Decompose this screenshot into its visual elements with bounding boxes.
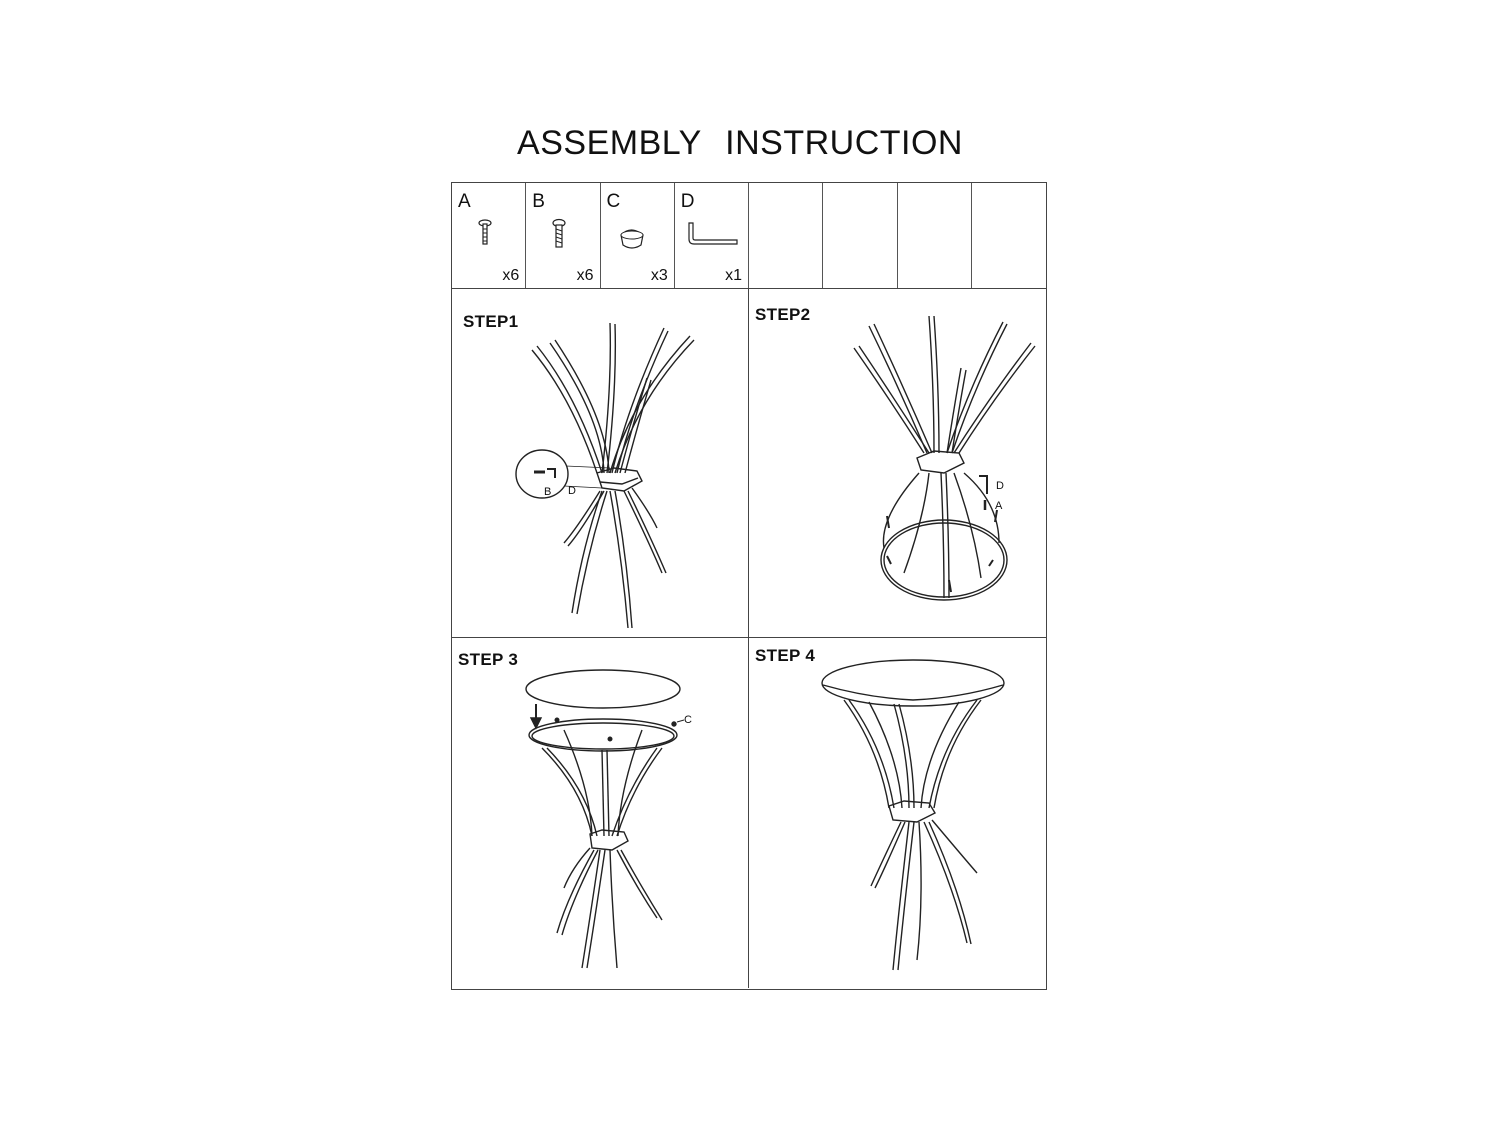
step-1-panel: STEP1 xyxy=(452,288,749,638)
callout-label: D xyxy=(568,485,576,497)
step-4-diagram xyxy=(821,659,1005,971)
callout-label: B xyxy=(544,486,552,498)
step-4-panel: STEP 4 xyxy=(749,638,1046,988)
part-empty xyxy=(898,183,972,288)
step-3-panel: STEP 3 xyxy=(452,638,749,988)
part-qty: x3 xyxy=(650,267,668,284)
part-d: D x1 xyxy=(675,183,749,288)
steps-grid: STEP1 xyxy=(452,288,1046,989)
part-letter: D xyxy=(680,191,695,212)
callout-label: D xyxy=(996,480,1004,492)
foot-cap-icon xyxy=(619,229,644,249)
part-letter: C xyxy=(606,191,621,212)
parts-list: A x6 B x6 C x3 xyxy=(452,183,1046,289)
part-letter: B xyxy=(532,191,545,212)
screw-icon xyxy=(552,218,566,248)
part-qty: x6 xyxy=(576,267,594,284)
callout-label: A xyxy=(995,500,1003,512)
step-label: STEP 4 xyxy=(755,646,816,665)
allen-key-icon xyxy=(688,222,738,245)
page-title: ASSEMBLY INSTRUCTION xyxy=(517,124,963,162)
part-qty: x6 xyxy=(502,267,520,284)
part-a: A x6 xyxy=(452,183,527,288)
step-label: STEP2 xyxy=(755,305,811,324)
step-label: STEP1 xyxy=(463,312,519,331)
part-empty xyxy=(972,183,1046,288)
part-b: B x6 xyxy=(526,183,601,288)
part-letter: A xyxy=(458,191,471,212)
step-2-diagram xyxy=(853,315,1036,601)
step-2-panel: STEP2 xyxy=(749,288,1046,638)
step-1-diagram xyxy=(515,322,695,629)
step-label: STEP 3 xyxy=(458,650,519,669)
callout-label: C xyxy=(684,714,692,726)
part-c: C x3 xyxy=(601,183,675,288)
part-empty xyxy=(823,183,898,288)
bolt-icon xyxy=(478,219,492,245)
part-qty: x1 xyxy=(725,267,742,284)
part-empty xyxy=(749,183,824,288)
step-3-diagram xyxy=(525,669,685,969)
instruction-sheet: A x6 B x6 C x3 xyxy=(451,182,1047,990)
